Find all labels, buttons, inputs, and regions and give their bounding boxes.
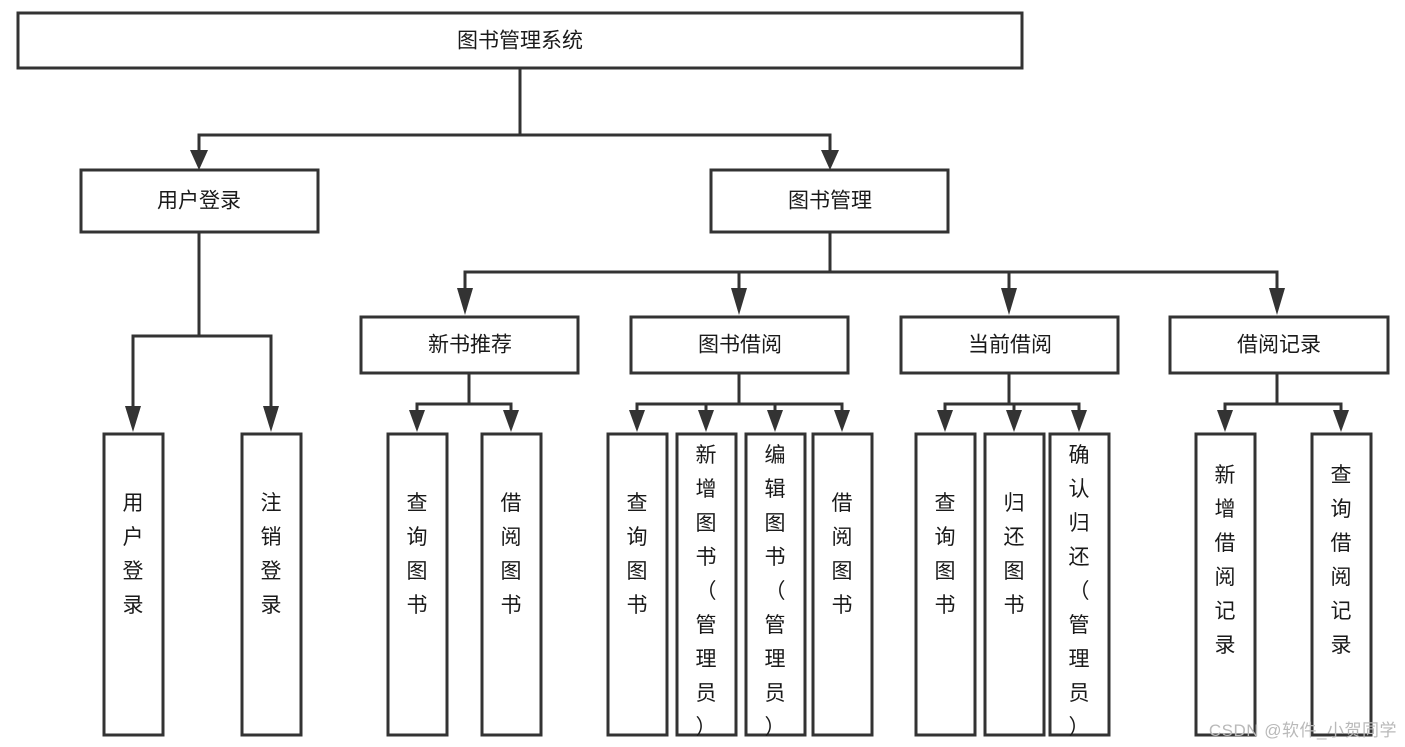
leaf-node-return-book-box[interactable] <box>983 432 1046 737</box>
arrowhead-new-book-rec <box>457 288 473 315</box>
leaf-node-query-book-current-box[interactable] <box>914 432 977 737</box>
leaf-node-add-borrow-record-box[interactable] <box>1194 432 1257 737</box>
arrowhead-borrow-record <box>1269 288 1285 315</box>
node-new-book-recommend-box[interactable] <box>359 315 580 375</box>
leaf-node-user-login[interactable]: 用户登录 <box>102 432 165 737</box>
leaf-node-borrow-book-box[interactable] <box>811 432 874 737</box>
node-user-login-box[interactable] <box>79 168 320 234</box>
leaf-node-edit-book[interactable]: 编辑图书（管理员） <box>744 432 807 739</box>
leaf-node-query-borrow-record-label: 查询借阅记录 <box>1331 464 1352 657</box>
leaf-node-edit-book-label: 编辑图书（管理员） <box>765 444 786 739</box>
arrowhead-book-mgmt <box>821 150 839 170</box>
leaf-node-add-borrow-record-label: 新增借阅记录 <box>1215 464 1236 657</box>
leaf-node-return-book-label: 归还图书 <box>1004 492 1025 617</box>
leaf-node-logout[interactable]: 注销登录 <box>240 432 303 737</box>
arrowhead-leaf-query-book-3 <box>937 410 953 432</box>
leaf-node-query-book-rec-box[interactable] <box>386 432 449 737</box>
node-borrow-record-label: 借阅记录 <box>1237 334 1321 357</box>
leaf-node-confirm-return[interactable]: 确认归还（管理员） <box>1048 432 1111 739</box>
leaf-node-borrow-book-label: 借阅图书 <box>832 492 853 617</box>
leaf-node-query-book-borrow[interactable]: 查询图书 <box>606 432 669 737</box>
arrowhead-leaf-add-book <box>698 410 714 432</box>
leaf-node-query-book-current[interactable]: 查询图书 <box>914 432 977 737</box>
leaf-node-user-login-label: 用户登录 <box>123 492 144 617</box>
connector-layer <box>125 66 1349 432</box>
leaf-node-borrow-book-rec-box[interactable] <box>480 432 543 737</box>
leaf-node-logout-box[interactable] <box>240 432 303 737</box>
leaf-node-confirm-return-box[interactable] <box>1048 432 1111 737</box>
leaf-node-borrow-book-rec-label: 借阅图书 <box>501 492 522 617</box>
arrowhead-leaf-borrow-book-2 <box>834 410 850 432</box>
node-book-management-label: 图书管理 <box>788 190 872 213</box>
arrowhead-leaf-query-record <box>1333 410 1349 432</box>
leaf-node-logout-label: 注销登录 <box>261 492 282 617</box>
leaf-node-return-book[interactable]: 归还图书 <box>983 432 1046 737</box>
arrowhead-leaf-query-book-2 <box>629 410 645 432</box>
leaf-node-user-login-box[interactable] <box>102 432 165 737</box>
node-user-login-label: 用户登录 <box>157 190 241 213</box>
node-new-book-recommend-label: 新书推荐 <box>428 334 512 357</box>
node-book-management[interactable]: 图书管理 <box>709 168 950 234</box>
leaf-node-edit-book-box[interactable] <box>744 432 807 737</box>
arrowhead-current-borrow <box>1001 288 1017 315</box>
node-current-borrow-label: 当前借阅 <box>968 334 1052 357</box>
arrowhead-leaf-edit-book <box>767 410 783 432</box>
node-borrow-record[interactable]: 借阅记录 <box>1168 315 1390 375</box>
leaf-node-query-book-borrow-label: 查询图书 <box>627 492 648 617</box>
node-root-label: 图书管理系统 <box>457 30 583 53</box>
arrowhead-leaf-add-record <box>1217 410 1233 432</box>
leaf-node-add-book[interactable]: 新增图书（管理员） <box>675 432 738 739</box>
leaf-node-query-book-borrow-box[interactable] <box>606 432 669 737</box>
leaf-node-query-borrow-record[interactable]: 查询借阅记录 <box>1310 432 1373 737</box>
node-current-borrow[interactable]: 当前借阅 <box>899 315 1120 375</box>
node-book-borrow[interactable]: 图书借阅 <box>629 315 850 375</box>
node-book-management-box[interactable] <box>709 168 950 234</box>
node-root-box[interactable] <box>16 11 1024 70</box>
arrowhead-leaf-return-book <box>1006 410 1022 432</box>
node-borrow-record-box[interactable] <box>1168 315 1390 375</box>
node-current-borrow-box[interactable] <box>899 315 1120 375</box>
arrowhead-leaf-query-book-1 <box>409 410 425 432</box>
arrowhead-user-login <box>190 150 208 170</box>
leaf-node-add-book-box[interactable] <box>675 432 738 737</box>
leaf-node-query-borrow-record-box[interactable] <box>1310 432 1373 737</box>
leaf-node-query-book-rec-label: 查询图书 <box>407 492 428 617</box>
node-new-book-recommend[interactable]: 新书推荐 <box>359 315 580 375</box>
leaf-node-query-book-rec[interactable]: 查询图书 <box>386 432 449 737</box>
arrowhead-book-borrow <box>731 288 747 315</box>
arrowhead-leaf-borrow-book-1 <box>503 410 519 432</box>
leaf-node-add-borrow-record[interactable]: 新增借阅记录 <box>1194 432 1257 737</box>
node-root[interactable]: 图书管理系统 <box>16 11 1024 70</box>
arrowhead-leaf-user-login <box>125 406 141 432</box>
leaf-node-add-book-label: 新增图书（管理员） <box>696 444 717 739</box>
leaf-node-confirm-return-label: 确认归还（管理员） <box>1069 444 1090 739</box>
node-user-login[interactable]: 用户登录 <box>79 168 320 234</box>
arrowhead-leaf-confirm-return <box>1071 410 1087 432</box>
node-book-borrow-box[interactable] <box>629 315 850 375</box>
leaf-node-borrow-book-rec[interactable]: 借阅图书 <box>480 432 543 737</box>
leaf-node-query-book-current-label: 查询图书 <box>935 492 956 617</box>
leaf-node-borrow-book[interactable]: 借阅图书 <box>811 432 874 737</box>
node-book-borrow-label: 图书借阅 <box>698 334 782 357</box>
arrowhead-leaf-logout <box>263 406 279 432</box>
